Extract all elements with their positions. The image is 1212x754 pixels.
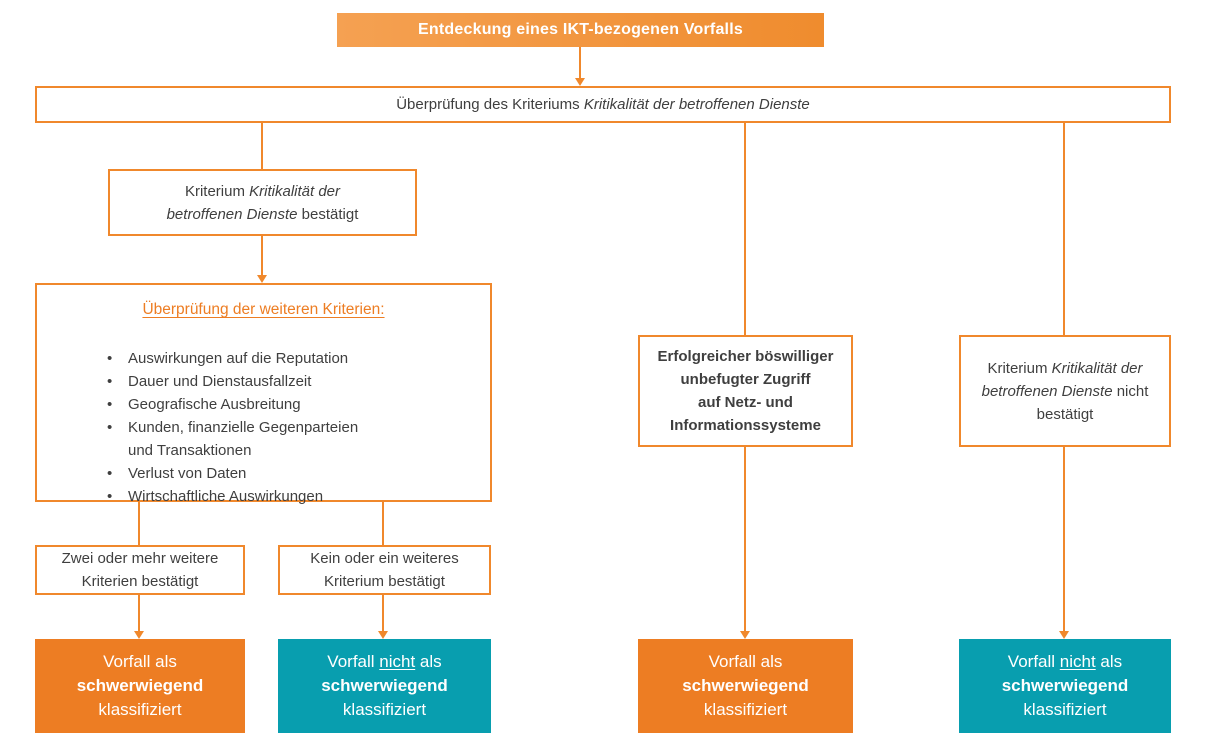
connector-two-or-more-to-result [138, 595, 140, 631]
arrowhead-icon [1059, 631, 1069, 639]
node-further-criteria: Überprüfung der weiteren Kriterien: Ausw… [35, 283, 492, 508]
connector-not-confirmed-to-result [1063, 447, 1065, 631]
node-two-or-more-criteria-label: Zwei oder mehr weitere Kriterien bestäti… [61, 550, 219, 590]
connector-confirmed-to-further [261, 236, 263, 275]
further-criteria-list: Auswirkungen auf die Reputation Dauer un… [37, 347, 490, 508]
criteria-item: Auswirkungen auf die Reputation [105, 347, 380, 370]
criteria-item: Geografische Ausbreitung [105, 393, 380, 416]
criteria-item: Wirtschaftliche Auswirkungen [105, 485, 380, 508]
node-review-criticality: Überprüfung des Kriteriums Kritikalität … [35, 86, 1171, 123]
node-criterion-confirmed: Kriterium Kritikalität der betroffenen D… [108, 169, 417, 236]
arrowhead-icon [257, 275, 267, 283]
criteria-item: Verlust von Daten [105, 462, 380, 485]
connector-malicious-to-result [744, 447, 746, 631]
node-criterion-not-confirmed-label: Kriterium Kritikalität der betroffenen D… [981, 359, 1149, 423]
node-none-or-one-criterion: Kein oder ein weiteres Kriterium bestäti… [278, 545, 491, 595]
node-criterion-confirmed-label: Kriterium Kritikalität der betroffenen D… [166, 182, 359, 223]
connector-review-to-not-confirmed [1063, 123, 1065, 335]
connector-further-to-two-or-more [138, 502, 140, 545]
node-review-criticality-label: Überprüfung des Kriteriums Kritikalität … [396, 96, 810, 113]
connector-start-to-review [579, 47, 581, 78]
arrowhead-icon [134, 631, 144, 639]
node-two-or-more-criteria: Zwei oder mehr weitere Kriterien bestäti… [35, 545, 245, 595]
arrowhead-icon [740, 631, 750, 639]
node-criterion-not-confirmed: Kriterium Kritikalität der betroffenen D… [959, 335, 1171, 447]
node-incident-detected-label: Entdeckung eines IKT-bezogenen Vorfalls [418, 21, 743, 38]
node-incident-detected: Entdeckung eines IKT-bezogenen Vorfalls [337, 13, 824, 47]
connector-review-to-confirmed [261, 123, 263, 169]
arrowhead-icon [575, 78, 585, 86]
connector-none-or-one-to-result [382, 595, 384, 631]
further-criteria-title: Überprüfung der weiteren Kriterien: [142, 301, 385, 318]
connector-review-to-malicious [744, 123, 746, 335]
criteria-item: Kunden, finanzielle Gegenparteien und Tr… [105, 416, 380, 462]
connector-further-to-none-or-one [382, 502, 384, 545]
node-none-or-one-criterion-label: Kein oder ein weiteres Kriterium bestäti… [310, 550, 459, 590]
criteria-item: Dauer und Dienstausfallzeit [105, 370, 380, 393]
arrowhead-icon [378, 631, 388, 639]
